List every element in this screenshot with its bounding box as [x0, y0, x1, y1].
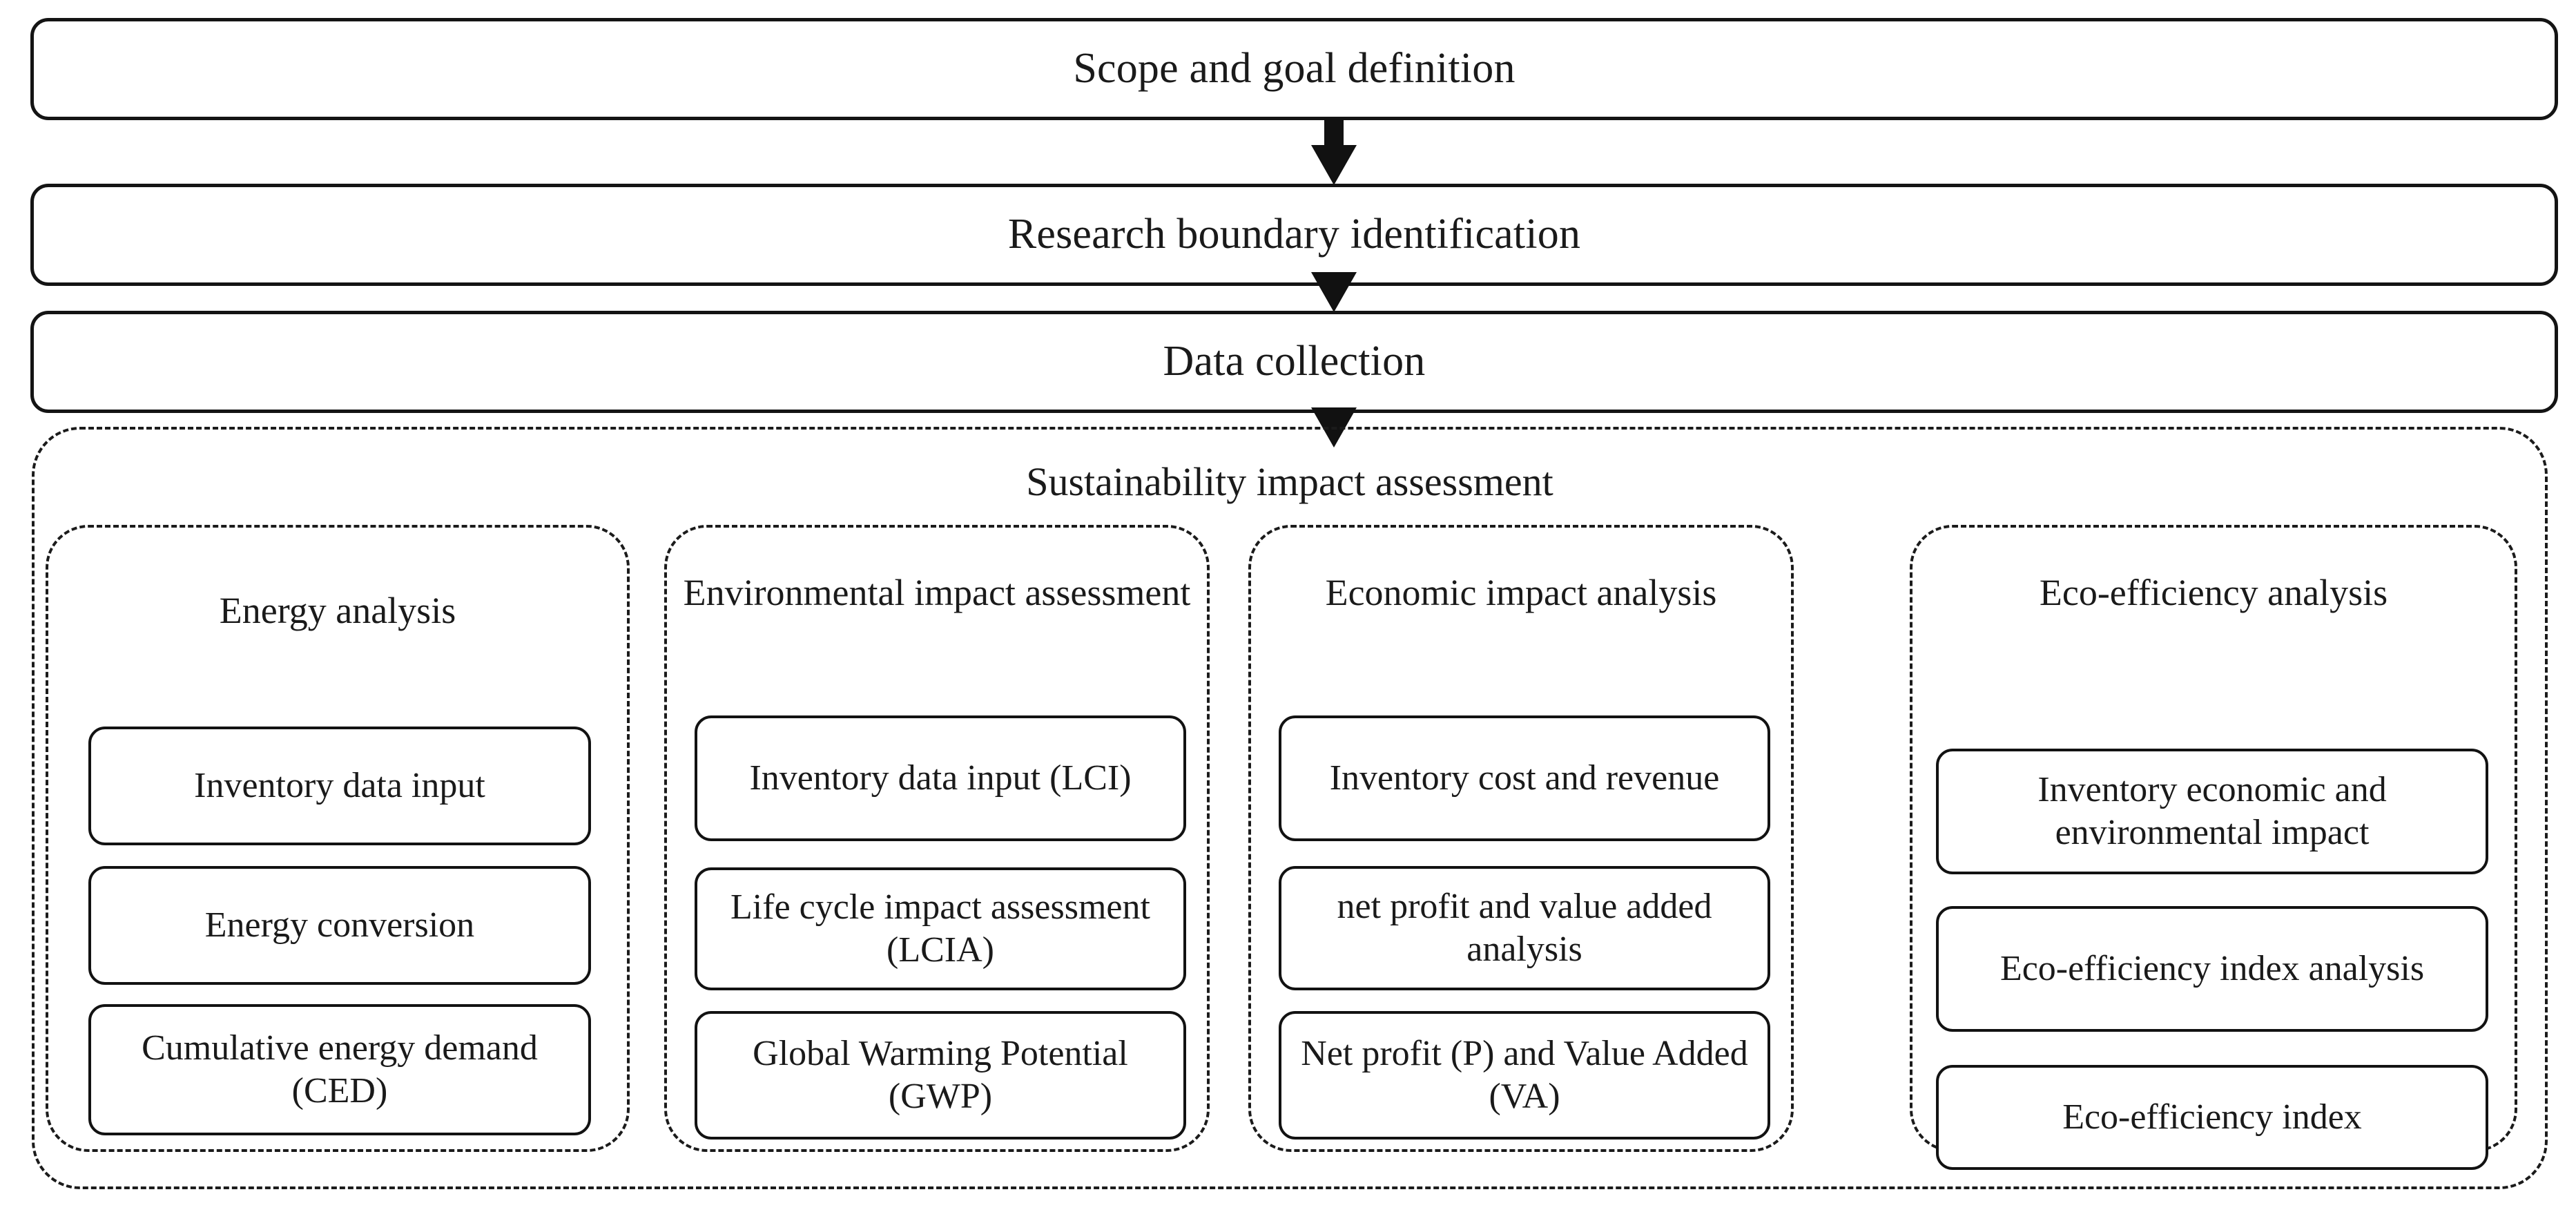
stage-label: Scope and goal definition — [1073, 45, 1515, 93]
arrow-shaft — [1324, 119, 1344, 146]
down-arrow-icon-boundary-to-data — [1311, 272, 1357, 312]
stage-box-scope-and-goal-definition: Scope and goal definition — [30, 18, 2558, 120]
column-title-environmental-impact-assessment: Environmental impact assessment — [683, 572, 1191, 613]
item-box-cumulative-energy-demand: Cumulative energy demand (CED) — [88, 1004, 591, 1135]
column-title-energy-analysis: Energy analysis — [219, 590, 456, 631]
item-box-eco-efficiency-index: Eco-efficiency index — [1936, 1065, 2488, 1170]
item-label: Eco-efficiency index analysis — [1999, 948, 2425, 988]
stage-box-research-boundary-identification: Research boundary identification — [30, 184, 2558, 286]
item-label: Inventory data input (LCI) — [749, 758, 1132, 798]
item-box-net-profit-and-value-added-analysis: net profit and value added analysis — [1279, 866, 1770, 990]
sustainability-container-title: Sustainability impact assessment — [1026, 459, 1553, 504]
item-box-global-warming-potential-gwp: Global Warming Potential (GWP) — [695, 1011, 1186, 1140]
down-arrow-icon-scope-to-boundary — [1311, 119, 1357, 185]
item-box-eco-efficiency-index-analysis: Eco-efficiency index analysis — [1936, 906, 2488, 1032]
item-box-net-profit-and-value-added: Net profit (P) and Value Added (VA) — [1279, 1011, 1770, 1140]
column-group-eco-efficiency-analysis: Eco-efficiency analysis Inventory econom… — [1910, 525, 2517, 1170]
item-label: Inventory data input — [194, 765, 485, 805]
item-label: Energy conversion — [204, 905, 475, 945]
item-label: Life cycle impact assessment (LCIA) — [730, 887, 1150, 970]
column-group-energy-analysis: Energy analysis Inventory data input Ene… — [46, 525, 630, 1152]
item-label: Inventory cost and revenue — [1329, 758, 1720, 798]
item-label: Inventory economic and environmental imp… — [2037, 769, 2387, 852]
column-title-economic-impact-analysis: Economic impact analysis — [1325, 572, 1717, 613]
item-box-energy-conversion: Energy conversion — [88, 866, 591, 985]
column-title-eco-efficiency-analysis: Eco-efficiency analysis — [2039, 572, 2388, 613]
item-label: Eco-efficiency index — [2062, 1097, 2362, 1137]
item-label: Cumulative energy demand (CED) — [142, 1028, 538, 1111]
item-box-inventory-cost-and-revenue: Inventory cost and revenue — [1279, 715, 1770, 841]
item-box-energy-inventory-data-input: Inventory data input — [88, 727, 591, 845]
column-group-economic-impact-analysis: Economic impact analysis Inventory cost … — [1248, 525, 1794, 1152]
stage-label: Research boundary identification — [1007, 211, 1581, 258]
item-label: net profit and value added analysis — [1337, 886, 1712, 969]
arrow-head — [1311, 145, 1357, 185]
sustainability-impact-assessment-container: Sustainability impact assessment — [32, 427, 2548, 1189]
item-box-inventory-economic-and-environmental-impact: Inventory economic and environmental imp… — [1936, 749, 2488, 874]
item-label: Net profit (P) and Value Added (VA) — [1301, 1033, 1748, 1116]
arrow-head — [1311, 272, 1357, 312]
stage-box-data-collection: Data collection — [30, 311, 2558, 413]
column-group-environmental-impact-assessment: Environmental impact assessment Inventor… — [664, 525, 1210, 1152]
stage-label: Data collection — [1163, 338, 1426, 385]
item-box-inventory-data-input-lci: Inventory data input (LCI) — [695, 715, 1186, 841]
item-box-life-cycle-impact-assessment-lcia: Life cycle impact assessment (LCIA) — [695, 867, 1186, 990]
item-label: Global Warming Potential (GWP) — [753, 1033, 1128, 1116]
